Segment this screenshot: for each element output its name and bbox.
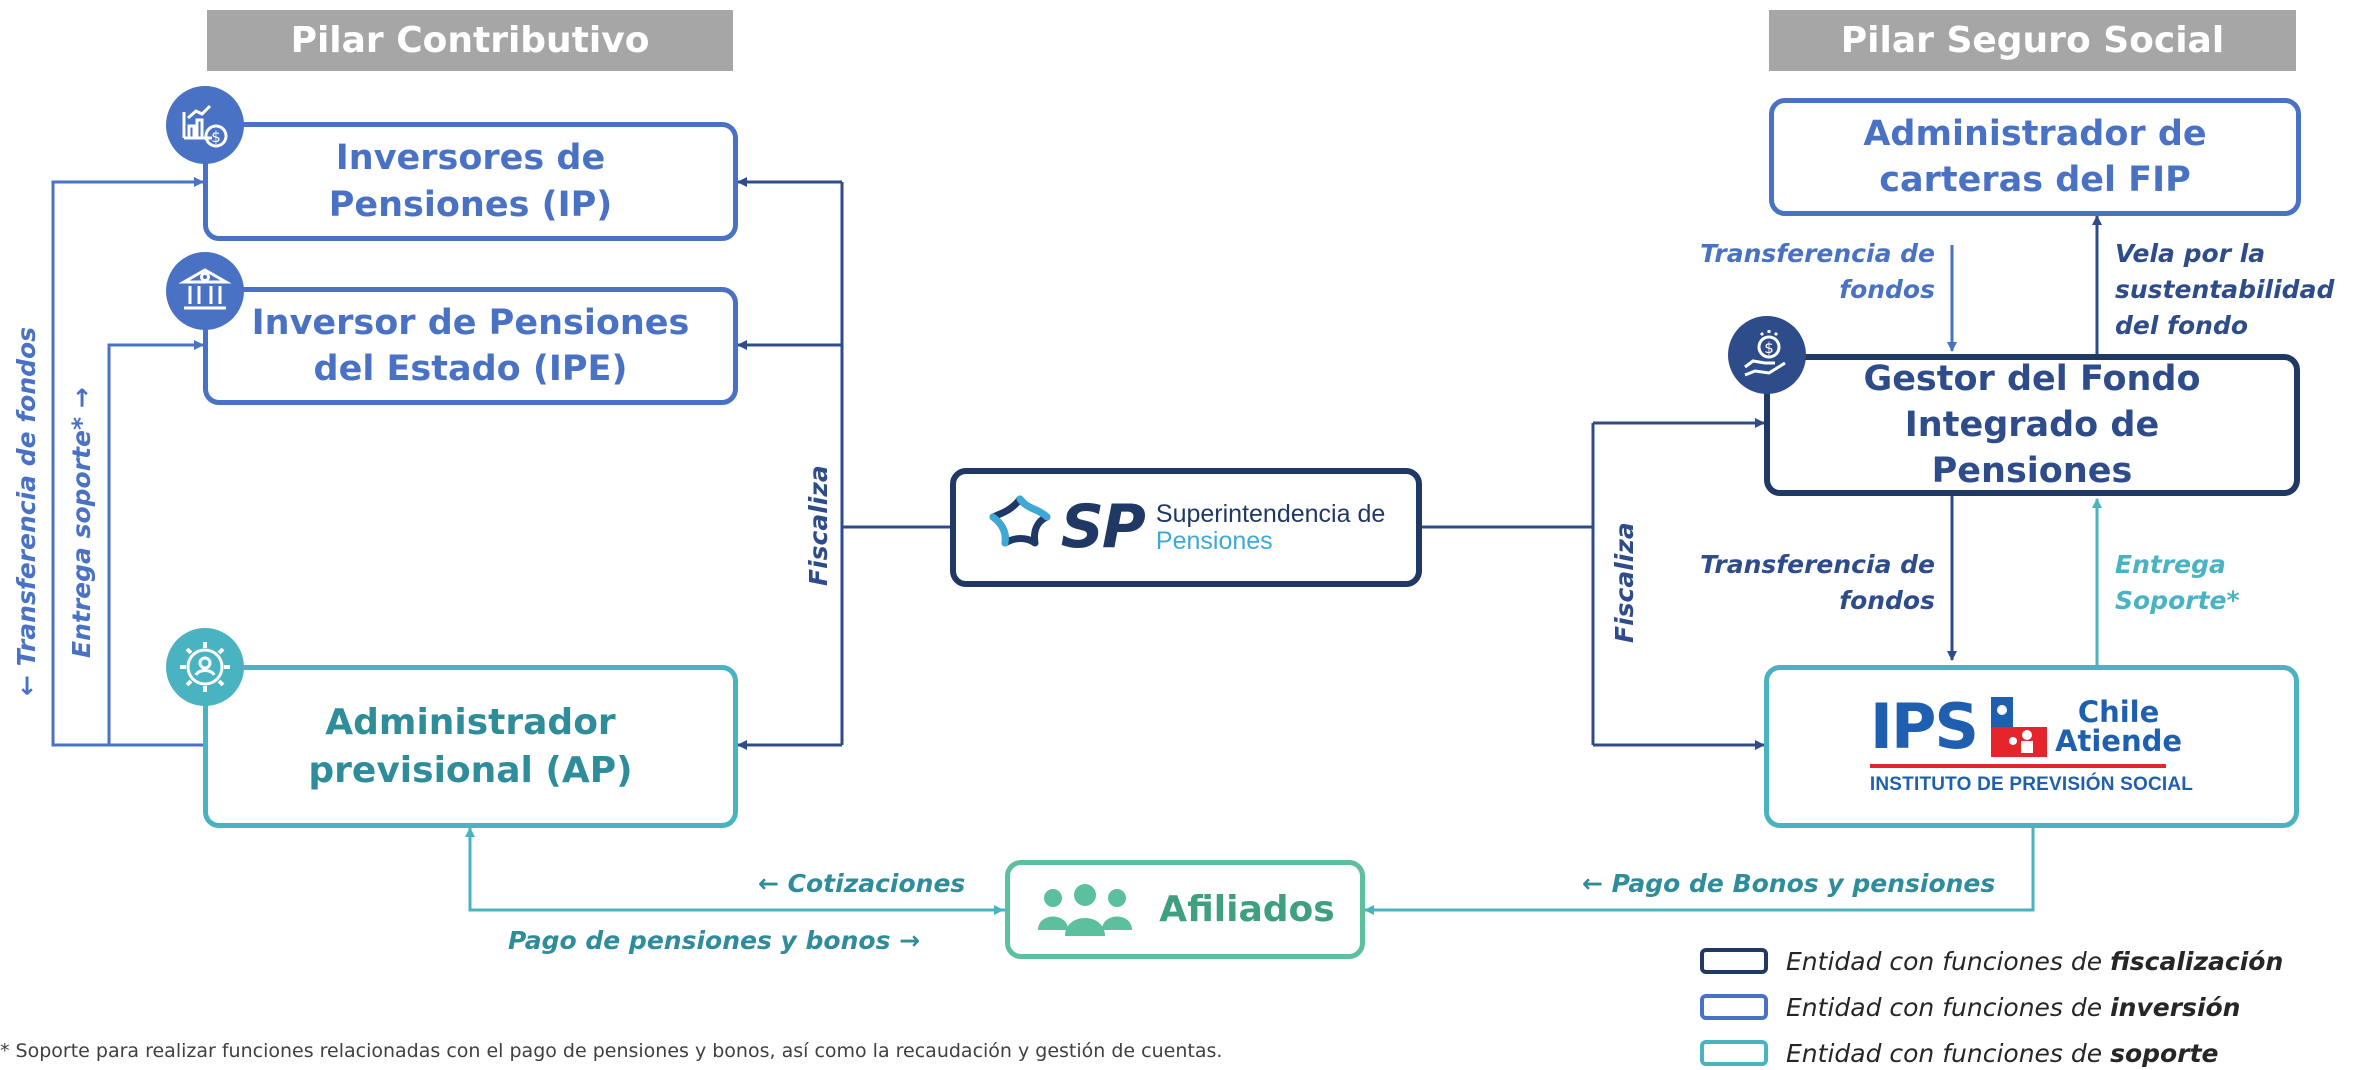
footnote: * Soporte para realizar funciones relaci… [0,1040,1223,1062]
entity-label: Inversor de Pensiones del Estado (IPE) [251,302,690,389]
flow-label-cotizaciones: ← Cotizaciones [758,869,966,898]
flow-label-transferencia-fondos-mid: Transferencia de fondos [1700,550,1935,615]
entity-inversor-pensiones-estado: Inversor de Pensiones del Estado (IPE) [203,287,738,405]
legend-fiscalizacion: Entidad con funciones de fiscalización [1700,944,2283,978]
legend-swatch-soporte [1700,1040,1768,1066]
flow-label-fiscaliza-right: Fiscaliza [1610,522,1639,643]
legend-soporte: Entidad con funciones de soporte [1700,1036,2218,1070]
entity-label: Administrador previsional (AP) [308,701,633,791]
pillar-header-seguro-social: Pilar Seguro Social [1769,10,2296,71]
gear-person-icon [166,628,244,706]
flow-label-vela-sustentabilidad: Vela por la sustentabilidad del fondo [2115,239,2335,340]
legend-inversion: Entidad con funciones de inversión [1700,990,2240,1024]
ips-logo-atiende: Atiende [2055,723,2183,758]
flow-label-pago-bonos-pensiones: ← Pago de Bonos y pensiones [1582,869,1996,898]
entity-label: Afiliados [1159,888,1335,930]
flow-label-transferencia-fondos-top: Transferencia de fondos [1700,239,1935,304]
entity-label: Inversores de Pensiones (IP) [328,138,613,225]
entity-gestor-fondo-integrado: Gestor del Fondo Integrado de Pensiones [1764,354,2300,496]
pillar-header-contributivo: Pilar Contributivo [207,10,733,71]
entity-label: Gestor del Fondo Integrado de Pensiones [1863,358,2201,492]
bank-icon [166,252,244,330]
people-group-icon [1038,883,1133,936]
ips-logo-chile: Chile [2077,694,2160,729]
flow-label-fiscaliza-left: Fiscaliza [804,465,833,586]
entity-instituto-prevision-social: IPS Chile Atiende INSTITUTO DE PREVISIÓN… [1764,665,2299,828]
entity-administrador-carteras-fip: Administrador de carteras del FIP [1769,98,2301,216]
sp-logo-line1: Superintendencia de [1155,500,1386,529]
entity-inversores-pensiones: Inversores de Pensiones (IP) [203,122,738,241]
entity-afiliados: Afiliados [1005,860,1365,959]
legend-swatch-inversion [1700,994,1768,1020]
entity-administrador-previsional: Administrador previsional (AP) [203,665,738,828]
svg-text:$: $ [211,128,221,146]
flow-label-transferencia-fondos-left: ← Transferencia de fondos [12,326,41,696]
legend-swatch-fiscalizacion [1700,948,1768,974]
sp-logo-acronym: SP [1060,491,1146,562]
ips-logo-acronym: IPS [1869,689,1979,763]
flow-label-pago-pensiones-bonos: Pago de pensiones y bonos → [508,926,921,955]
chart-money-icon: $ [166,86,244,164]
ips-logo-full-name: INSTITUTO DE PREVISIÓN SOCIAL [1869,773,2194,795]
chile-flag-family-icon [1991,696,2048,757]
svg-text:$: $ [1764,339,1774,357]
flow-label-entrega-soporte-right: Entrega Soporte* [2115,550,2240,615]
hand-coin-icon: $ [1728,316,1806,394]
sp-star-logo-icon [989,495,1051,546]
entity-label: Administrador de carteras del FIP [1863,113,2207,200]
sp-logo-line2: Pensiones [1155,526,1273,555]
ips-logo-underline [1869,763,2166,768]
entity-superintendencia-pensiones: SP Superintendencia de Pensiones [950,468,1422,587]
flow-label-entrega-soporte-left: Entrega soporte* → [67,387,96,658]
